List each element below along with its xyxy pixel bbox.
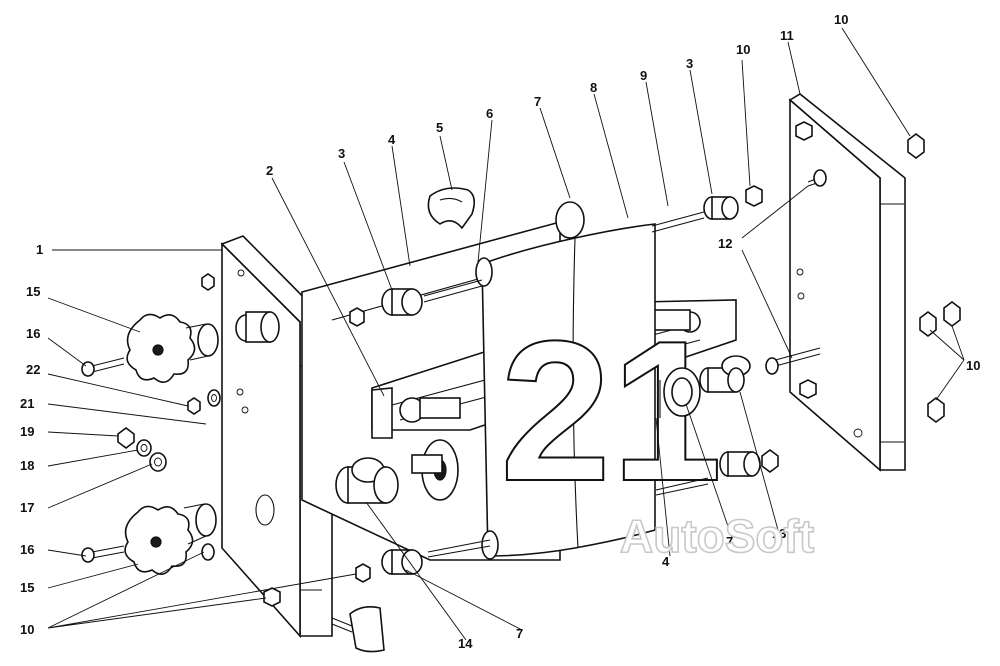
stud-upper-left: [423, 279, 483, 303]
stud-lower-left: [427, 539, 491, 558]
leader-lines: [47, 27, 965, 641]
callout-13: 13: [772, 526, 786, 541]
callout-7b: 7: [516, 626, 523, 641]
nut-plate-right: [799, 379, 817, 399]
nut-22: [187, 397, 201, 415]
sleeve-3-left: [381, 288, 423, 316]
nut-10-lower-b: [355, 563, 371, 583]
callout-6: 6: [486, 106, 493, 121]
sleeve-13: [699, 355, 751, 393]
watermark: AutoSoft: [620, 510, 814, 562]
sleeves: [335, 196, 761, 575]
sleeve-7-lower: [381, 549, 423, 575]
callout-16a: 16: [26, 326, 40, 341]
callout-15a: 15: [26, 284, 40, 299]
washer-lower-left: [201, 543, 215, 561]
stud-upper-right: [651, 211, 705, 233]
nut-10-right-c: [927, 397, 945, 423]
nut-10-right-top: [907, 133, 925, 159]
roller-assembly: [411, 367, 701, 501]
right-mounting-plate: [788, 93, 906, 472]
callout-12: 12: [718, 236, 732, 251]
stud-lower-right: [655, 477, 709, 496]
screw-lower: [81, 545, 125, 563]
callout-10c: 10: [966, 358, 980, 373]
sleeve-3-right: [703, 196, 739, 220]
plate-digits: 21: [499, 299, 723, 524]
callout-10a: 10: [736, 42, 750, 57]
callouts: 1 2 3 4 5 6 7 8 9 3 10 11 10 12 10 15 16…: [20, 12, 980, 651]
nut-3-left: [349, 307, 365, 327]
callout-16b: 16: [20, 542, 34, 557]
callout-3b: 3: [686, 56, 693, 71]
nut-19: [117, 427, 135, 449]
star-knob-lower[interactable]: [124, 503, 217, 575]
callout-3: 3: [338, 146, 345, 161]
star-knob-upper[interactable]: [126, 313, 219, 383]
sleeve-14: [335, 457, 399, 504]
washer-17: [149, 452, 167, 472]
number-plate-band: 21: [475, 201, 723, 560]
callout-18: 18: [20, 458, 34, 473]
callout-10d: 10: [20, 622, 34, 637]
callout-17: 17: [20, 500, 34, 515]
stud-plate-center: [765, 347, 821, 375]
callout-22: 22: [26, 362, 40, 377]
callout-4b: 4: [662, 554, 670, 569]
callout-1: 1: [36, 242, 43, 257]
callout-14: 14: [458, 636, 473, 651]
nuts-and-washers: [117, 121, 961, 653]
callout-2: 2: [266, 163, 273, 178]
plate-digits-text: 21: [500, 300, 722, 523]
nut-plate-top: [201, 273, 215, 291]
callout-8: 8: [590, 80, 597, 95]
nut-10-right-b: [943, 301, 961, 327]
washer-18: [136, 439, 152, 457]
callout-7: 7: [534, 94, 541, 109]
callout-21: 21: [20, 396, 34, 411]
callout-9: 9: [640, 68, 647, 83]
nut-10-right-a: [919, 311, 937, 337]
threaded-studs: [423, 211, 821, 558]
callout-7c: 7: [726, 534, 733, 549]
callout-5: 5: [436, 120, 443, 135]
spring-clip: [427, 187, 476, 230]
nut-10-lower-a: [263, 587, 281, 607]
callout-15b: 15: [20, 580, 34, 595]
nut-plate-lower: [761, 449, 779, 473]
washer-21: [207, 389, 221, 407]
callout-11: 11: [780, 28, 794, 43]
sleeve-right-lower: [719, 451, 761, 477]
screw-upper: [81, 357, 125, 377]
callout-10b: 10: [834, 12, 848, 27]
callout-19: 19: [20, 424, 34, 439]
small-part-bottom: [331, 606, 385, 653]
callout-4: 4: [388, 132, 396, 147]
nut-10-top: [745, 185, 763, 207]
nut-10-plate: [795, 121, 813, 141]
